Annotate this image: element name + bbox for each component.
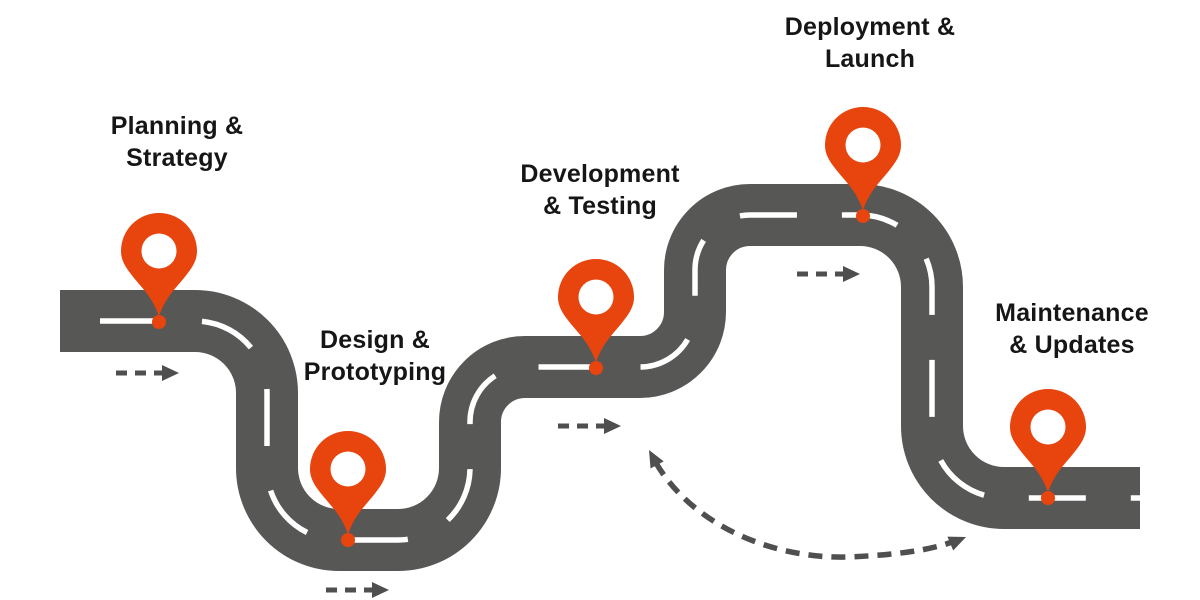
stage-label-development: Development & Testing xyxy=(520,160,680,220)
location-pin-icon xyxy=(825,107,901,223)
location-pin-icon xyxy=(121,213,197,329)
dashed-arrow-right-icon xyxy=(116,365,179,381)
curved-double-dashed-arrow-icon xyxy=(649,450,966,560)
location-pin-icon xyxy=(1010,389,1086,505)
road-center-line xyxy=(60,212,1140,543)
stage-label-design: Design & Prototyping xyxy=(303,326,447,386)
dashed-arrow-right-icon xyxy=(558,418,621,434)
stage-label-deployment: Deployment & Launch xyxy=(784,13,956,73)
stage-label-planning: Planning & Strategy xyxy=(110,112,244,172)
stage-label-maintenance: Maintenance & Updates xyxy=(995,299,1149,359)
dashed-arrow-right-icon xyxy=(797,266,860,282)
location-pin-icon xyxy=(310,431,386,547)
location-pin-icon xyxy=(558,259,634,375)
dashed-arrow-right-icon xyxy=(326,582,389,598)
